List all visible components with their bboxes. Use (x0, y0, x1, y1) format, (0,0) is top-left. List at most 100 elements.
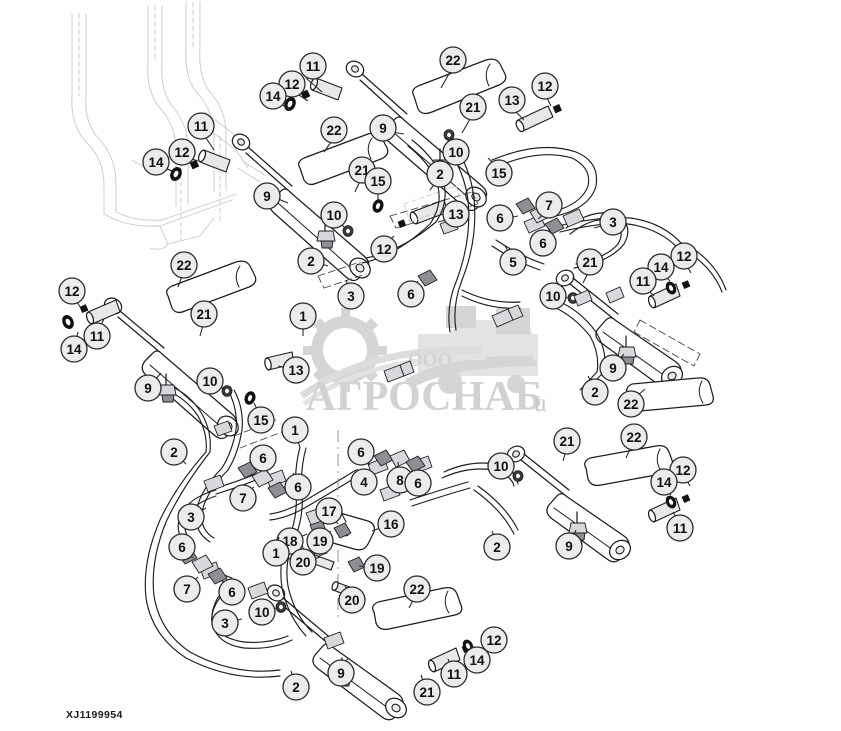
callout-1[interactable]: 1 (281, 416, 309, 448)
callout-bubble[interactable] (177, 503, 205, 531)
callout-20[interactable]: 20 (338, 585, 366, 614)
callout-bubble[interactable] (83, 322, 111, 350)
callout-10[interactable]: 10 (487, 452, 516, 480)
callout-bubble[interactable] (439, 46, 467, 74)
callout-bubble[interactable] (134, 374, 162, 402)
callout-4[interactable]: 4 (350, 468, 378, 496)
callout-bubble[interactable] (337, 282, 365, 310)
callout-bubble[interactable] (218, 578, 246, 606)
callout-bubble[interactable] (617, 390, 645, 418)
callout-bubble[interactable] (529, 229, 557, 257)
callout-bubble[interactable] (259, 82, 287, 110)
callout-21[interactable]: 21 (576, 248, 604, 284)
callout-bubble[interactable] (248, 598, 276, 626)
callout-11[interactable]: 11 (440, 658, 468, 688)
callout-bubble[interactable] (306, 527, 334, 555)
callout-6[interactable]: 6 (397, 280, 425, 308)
callout-bubble[interactable] (370, 235, 398, 263)
callout-15[interactable]: 15 (364, 167, 392, 201)
callout-9[interactable]: 9 (134, 372, 162, 402)
callout-21[interactable]: 21 (190, 300, 218, 337)
callout-bubble[interactable] (142, 148, 170, 176)
callout-bubble[interactable] (284, 473, 312, 501)
callout-22[interactable]: 22 (620, 423, 648, 459)
callout-6[interactable]: 6 (168, 533, 196, 561)
callout-bubble[interactable] (190, 300, 218, 328)
callout-bubble[interactable] (666, 514, 694, 542)
callout-bubble[interactable] (670, 242, 698, 270)
callout-bubble[interactable] (650, 468, 678, 496)
callout-15[interactable]: 15 (247, 402, 275, 434)
callout-12[interactable]: 12 (370, 235, 398, 263)
callout-7[interactable]: 7 (229, 484, 257, 512)
callout-6[interactable]: 6 (284, 472, 312, 501)
callout-9[interactable]: 9 (253, 182, 289, 210)
callout-22[interactable]: 22 (439, 46, 467, 89)
callout-bubble[interactable] (262, 539, 290, 567)
callout-10[interactable]: 10 (539, 282, 571, 310)
callout-3[interactable]: 3 (211, 609, 243, 637)
callout-bubble[interactable] (60, 335, 88, 363)
callout-21[interactable]: 21 (413, 674, 441, 706)
callout-2[interactable]: 2 (282, 670, 310, 701)
callout-bubble[interactable] (338, 586, 366, 614)
callout-bubble[interactable] (404, 469, 432, 497)
callout-bubble[interactable] (289, 548, 317, 576)
callout-10[interactable]: 10 (320, 201, 348, 230)
callout-bubble[interactable] (327, 659, 355, 687)
callout-11[interactable]: 11 (83, 318, 111, 350)
callout-bubble[interactable] (168, 138, 196, 166)
callout-9[interactable]: 9 (369, 114, 405, 142)
callout-21[interactable]: 21 (459, 93, 487, 134)
callout-bubble[interactable] (459, 93, 487, 121)
callout-bubble[interactable] (498, 86, 526, 114)
callout-bubble[interactable] (187, 112, 215, 140)
callout-11[interactable]: 11 (666, 511, 694, 542)
callout-11[interactable]: 11 (299, 52, 327, 93)
callout-1[interactable]: 1 (262, 536, 290, 567)
callout-22[interactable]: 22 (403, 575, 431, 609)
callout-11[interactable]: 11 (187, 112, 215, 151)
callout-10[interactable]: 10 (248, 598, 279, 626)
callout-bubble[interactable] (599, 354, 627, 382)
callout-bubble[interactable] (480, 626, 508, 654)
callout-14[interactable]: 14 (60, 331, 88, 363)
callout-10[interactable]: 10 (442, 136, 470, 166)
callout-bubble[interactable] (426, 160, 454, 188)
callout-2[interactable]: 2 (426, 160, 454, 191)
callout-17[interactable]: 17 (315, 497, 343, 525)
callout-3[interactable]: 3 (593, 208, 627, 236)
callout-20[interactable]: 20 (289, 548, 321, 576)
callout-21[interactable]: 21 (553, 427, 581, 462)
callout-6[interactable]: 6 (218, 578, 246, 606)
callout-9[interactable]: 9 (327, 657, 355, 687)
callout-bubble[interactable] (620, 423, 648, 451)
callout-bubble[interactable] (555, 532, 583, 560)
callout-22[interactable]: 22 (170, 251, 198, 288)
callout-3[interactable]: 3 (337, 279, 365, 310)
callout-15[interactable]: 15 (485, 157, 513, 187)
callout-2[interactable]: 2 (483, 530, 511, 561)
callout-bubble[interactable] (442, 138, 470, 166)
callout-bubble[interactable] (347, 438, 375, 466)
callout-14[interactable]: 14 (142, 148, 173, 176)
callout-2[interactable]: 2 (160, 438, 188, 466)
callout-bubble[interactable] (440, 660, 468, 688)
callout-5[interactable]: 5 (499, 245, 527, 276)
callout-1[interactable]: 1 (289, 302, 317, 336)
callout-2[interactable]: 2 (581, 375, 609, 406)
callout-bubble[interactable] (297, 247, 325, 275)
callout-11[interactable]: 11 (629, 267, 657, 297)
callout-bubble[interactable] (531, 72, 559, 100)
callout-22[interactable]: 22 (617, 388, 646, 418)
callout-bubble[interactable] (369, 114, 397, 142)
callout-bubble[interactable] (539, 282, 567, 310)
callout-7[interactable]: 7 (173, 575, 201, 603)
callout-12[interactable]: 12 (531, 72, 559, 107)
callout-9[interactable]: 9 (599, 353, 627, 382)
callout-6[interactable]: 6 (347, 438, 375, 466)
callout-14[interactable]: 14 (647, 253, 675, 282)
callout-bubble[interactable] (282, 356, 310, 384)
callout-bubble[interactable] (249, 444, 277, 472)
callout-bubble[interactable] (442, 200, 470, 228)
